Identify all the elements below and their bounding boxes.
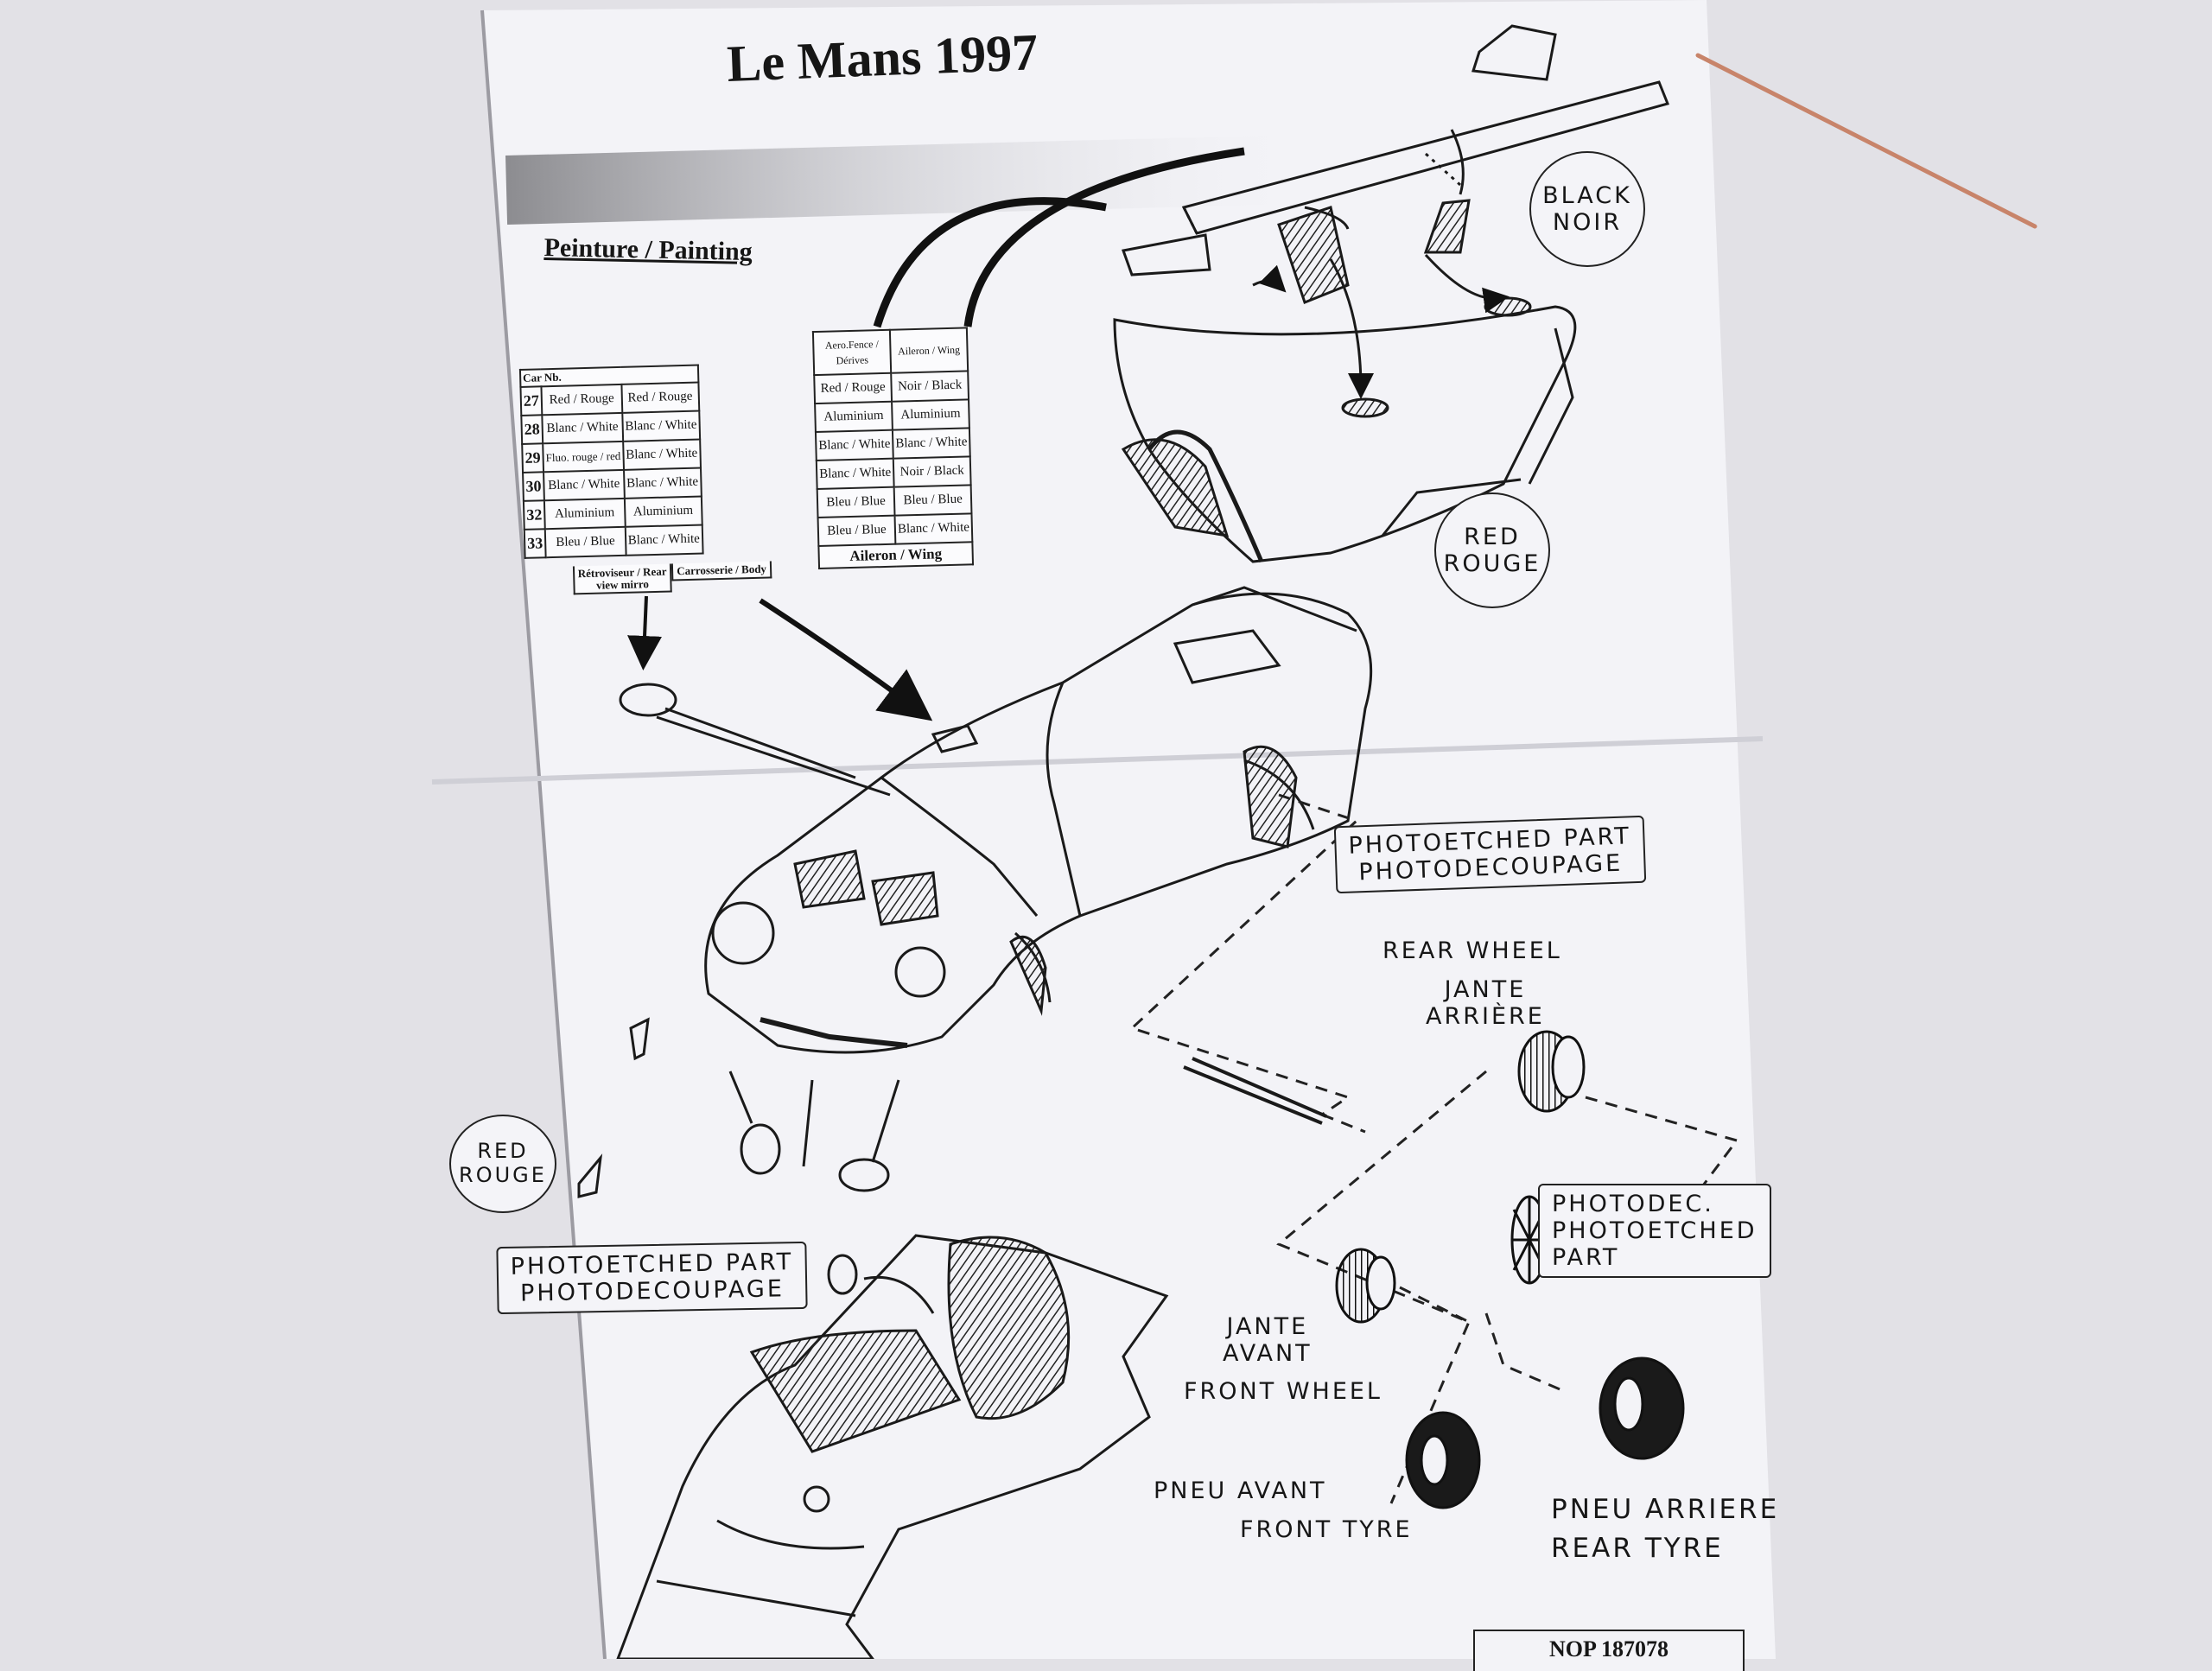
aero-color: Red / Rouge — [814, 372, 893, 404]
wing-color: Aluminium — [892, 399, 969, 430]
car-number: 32 — [523, 500, 545, 530]
body-color: Blanc / White — [623, 467, 702, 499]
hood-vents — [793, 849, 939, 926]
reference-code: NOP 187078 — [1473, 1630, 1745, 1671]
paper-shadow-edge — [480, 10, 607, 1660]
mirror-color: Blanc / White — [543, 469, 625, 501]
car-number: 30 — [523, 472, 544, 501]
pneu-arriere-label: PNEU ARRIERE — [1551, 1494, 1780, 1525]
car-number: 33 — [524, 529, 546, 558]
front-tyre-label: FRONT TYRE — [1240, 1516, 1413, 1543]
mirror-color: Aluminium — [543, 498, 626, 530]
body-caption: Carrosserie / Body — [671, 561, 772, 581]
front-tyre — [1405, 1411, 1481, 1509]
mirror-caption: Rétroviseur / Rear view mirro — [572, 563, 672, 595]
rear-tyre-label: REAR TYRE — [1551, 1533, 1724, 1564]
section-heading: Peinture / Painting — [543, 233, 753, 267]
mirror-color: Fluo. rouge / red — [543, 441, 624, 473]
table-arrows — [627, 147, 1245, 721]
car-number: 29 — [522, 443, 544, 473]
wing-color: Bleu / Blue — [893, 485, 972, 516]
pneu-avant-label: PNEU AVANT — [1154, 1477, 1327, 1504]
car-body-drawing — [704, 586, 1373, 1054]
rear-arch-hatching — [1121, 438, 1230, 537]
wing-color: Blanc / White — [892, 428, 970, 459]
body-color: Blanc / White — [622, 439, 701, 470]
wing-caption: Aileron / Wing — [818, 542, 974, 569]
rear-wheel-rim — [1517, 1030, 1586, 1113]
front-wheel-label: FRONT WHEEL — [1184, 1378, 1382, 1405]
copper-rod — [1695, 53, 2037, 229]
small-parts — [577, 683, 935, 1314]
body-color: Aluminium — [624, 496, 702, 527]
sheet-title: Le Mans 1997 — [726, 23, 1039, 92]
mirror-color: Blanc / White — [542, 412, 623, 444]
rear-wheel-label: REAR WHEEL — [1382, 937, 1562, 964]
aileron-header: Aileron / Wing — [889, 327, 969, 373]
aero-color: Blanc / White — [816, 458, 894, 490]
body-color: Blanc / White — [621, 410, 700, 442]
rear-wing-drawing — [1113, 24, 1670, 563]
aero-color: Aluminium — [815, 401, 893, 433]
mirror-color: Bleu / Blue — [544, 526, 626, 558]
assembly-dashes — [1129, 793, 1739, 1504]
aero-color: Blanc / White — [815, 429, 893, 461]
wing-color: Noir / Black — [893, 456, 971, 487]
car-number: 27 — [520, 386, 543, 416]
aero-color: Bleu / Blue — [817, 515, 896, 546]
car-number: 28 — [521, 415, 543, 444]
axle-part — [1183, 1057, 1327, 1125]
rear-tyre — [1599, 1356, 1685, 1460]
wing-color: Blanc / White — [894, 513, 973, 544]
fold-line — [431, 736, 1764, 785]
wing-color: Noir / Black — [891, 371, 969, 402]
aero-header: Aero.Fence / Dérives — [812, 329, 892, 376]
front-wheel-rim — [1335, 1248, 1396, 1324]
body-color: Blanc / White — [625, 524, 703, 556]
mirror-color: Red / Rouge — [541, 384, 622, 416]
body-color: Red / Rouge — [621, 382, 699, 413]
aero-color: Bleu / Blue — [817, 486, 895, 518]
chassis-drawing — [615, 1234, 1169, 1661]
